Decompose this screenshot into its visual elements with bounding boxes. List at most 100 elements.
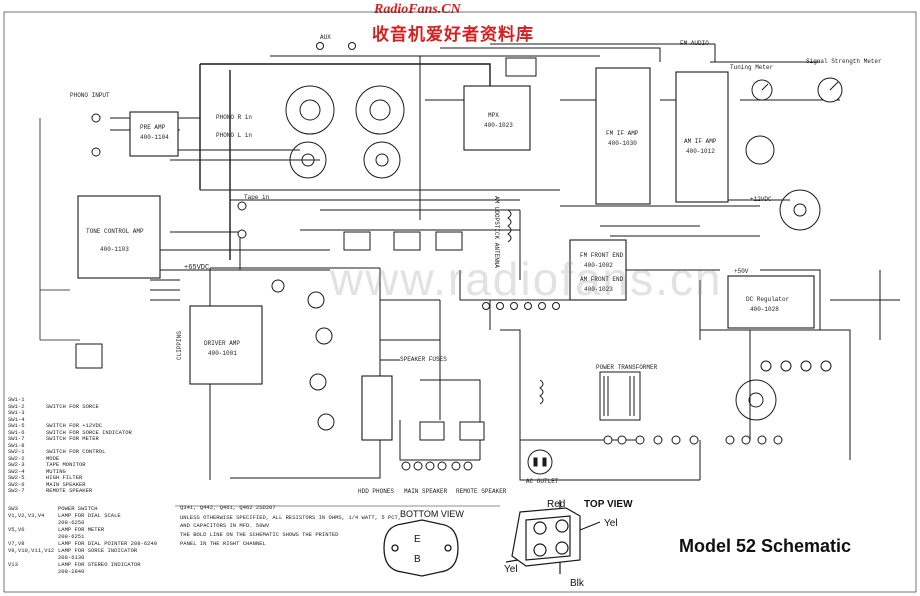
watermark-center: www.radiofans.cn [330,253,723,305]
phono-r-label: PHONO R in [216,114,253,121]
lamp-legend-key: V13 [8,561,18,568]
lamp-legend-row: V1,V2,V3,V4 LAMP FOR DIAL SCALE [8,512,178,519]
lamp-legend-desc: LAMP FOR DIAL POINTER 208-6240 [58,540,158,547]
switch-legend-key: SW2-6 [8,480,25,488]
red-wire-label: Red [547,499,566,510]
switch-legend-desc: SWITCH FOR SORCE INDICATOR [46,428,132,436]
driver-amp-block [189,305,263,385]
am-if-amp-part: 400-1012 [686,148,715,155]
pre-amp-label: PRE AMP [140,124,166,131]
speaker-fuse-block [361,375,393,441]
lamp-legend-desc: 208-2840 [58,568,85,575]
dc-regulator-block [727,275,815,329]
switch-legend-desc: SWITCH FOR SORCE [46,402,99,410]
switch-legend-desc: REMOTE SPEAKER [46,487,93,494]
switch-legend-desc: MODE [46,454,60,462]
clipping-label: CLIPPING [176,331,183,360]
mpx-label: MPX [488,112,499,119]
aux-label: AUX [320,34,331,41]
switch-legend-row: SW2-1 SWITCH FOR CONTROL [8,448,178,455]
switch-legend-key: SW1-4 [8,415,25,423]
lamp-legend-desc: LAMP FOR STEREO INDICATOR [58,561,141,568]
note-line-1: UNLESS OTHERWISE SPECIFIED, ALL RESISTOR… [180,514,402,521]
top-view-label: TOP VIEW [584,499,633,510]
switch-legend-row: SW1-8 [8,442,178,449]
switch-legend-row: SW1-3 [8,409,178,416]
switch-legend-row: SW2-5 HIGH FILTER [8,474,178,481]
driver-amp-label: DRIVER AMP [204,340,241,347]
remote-speaker-label: REMOTE SPEAKER [456,488,507,495]
pre-amp-part: 400-1104 [140,134,169,141]
base-label: B [414,554,421,565]
am-front-end-part: 400-1023 [584,286,613,293]
switch-legend-key: SW2-5 [8,474,25,481]
phono-l-label: PHONO L in [216,132,253,139]
switch-legend-row: SW1-6 SWITCH FOR SORCE INDICATOR [8,429,178,436]
switch-legend-desc: MUTING [46,467,66,475]
note-line-4: PANEL IN THE RIGHT CHANNEL [180,540,266,547]
lamp-legend-key: V7,V8 [8,540,25,547]
lamp-legend-key: SW3 [8,505,18,512]
watermark-url: RadioFans.CN [374,2,461,17]
switch-legend-row: SW2-2 MODE [8,455,178,462]
speaker-fuses-label: SPEAKER FUSES [400,356,447,363]
switch-legend-key: SW2-7 [8,487,25,494]
lamp-legend-key: V5,V6 [8,526,25,533]
fm-if-amp-label: FM IF AMP [606,130,639,137]
switch-legend-row: SW2-4 MUTING [8,468,178,475]
bottom-view-diagram [383,519,459,577]
emitter-label: E [414,534,421,545]
dc-regulator-label: DC Regulator [746,296,790,303]
volt-50-label: +50V [734,268,749,275]
lamp-legend-row: SW3 POWER SWITCH [8,505,178,512]
switch-legend-key: SW2-4 [8,467,25,475]
lamp-legend-row: V7,V8 LAMP FOR DIAL POINTER 208-6240 [8,540,178,547]
hdd-phones-label: HDD PHONES [358,488,395,495]
yel-left-label: Yel [504,564,518,575]
fm-if-amp-block [595,67,651,205]
lamp-legend-desc: 208-6130 [58,554,85,561]
note-line-2: AND CAPACITORS IN MFD. 50WV [180,522,270,529]
switch-legend-desc: HIGH FILTER [46,474,83,481]
mpx-part: 400-1023 [484,122,513,129]
switch-legend-key: SW2-1 [8,448,25,455]
tuning-meter-label: Tuning Meter [730,64,774,71]
switch-legend-key: SW1-8 [8,441,25,449]
lamp-legend-row: 208-2840 [8,568,178,575]
am-front-end-label: AM FRONT END [580,276,624,283]
lamp-legend-desc: LAMP FOR METER [58,526,105,533]
blk-wire-label: Blk [570,578,584,589]
dc-regulator-part: 400-1028 [750,306,779,313]
switch-legend-key: SW2-3 [8,461,25,468]
fm-front-end-label: FM FRONT END [580,252,624,259]
top-view-diagram [505,500,601,574]
switch-legend-desc: TAPE MONITOR [46,461,86,468]
lamp-legend-key: V1,V2,V3,V4 [8,512,45,519]
am-if-amp-block [675,71,729,203]
lamp-legend-desc: 208-6250 [58,519,85,526]
switch-legend-key: SW2-2 [8,454,25,462]
tone-control-block [77,195,161,279]
main-speaker-label: MAIN SPEAKER [404,488,448,495]
switch-legend-row: SW1-1 [8,396,178,403]
lamp-legend-desc: POWER SWITCH [58,505,98,512]
lamp-legend-row: 208-6130 [8,554,178,561]
signal-meter-label: Signal Strength Meter [806,58,882,65]
fm-front-end-block [569,239,627,301]
lamp-legend-desc: LAMP FOR DIAL SCALE [58,512,121,519]
volt-12-label: +12VDC [750,196,772,203]
switch-legend-desc: SWITCH FOR CONTROL [46,448,106,455]
switch-legend-key: SW1-6 [8,428,25,436]
fm-audio-label: FM AUDIO [680,40,709,47]
pre-amp-block [129,111,179,157]
transistor-note: Q341, Q442, Q461, Q462 2SD207 [180,504,276,511]
lamp-legend-row: 208-6251 [8,533,178,540]
switch-legend-key: SW1-3 [8,409,25,416]
switch-legend-row: SW2-3 TAPE MONITOR [8,461,178,468]
lamp-legend-desc: LAMP FOR SORCE INDICATOR [58,547,138,554]
